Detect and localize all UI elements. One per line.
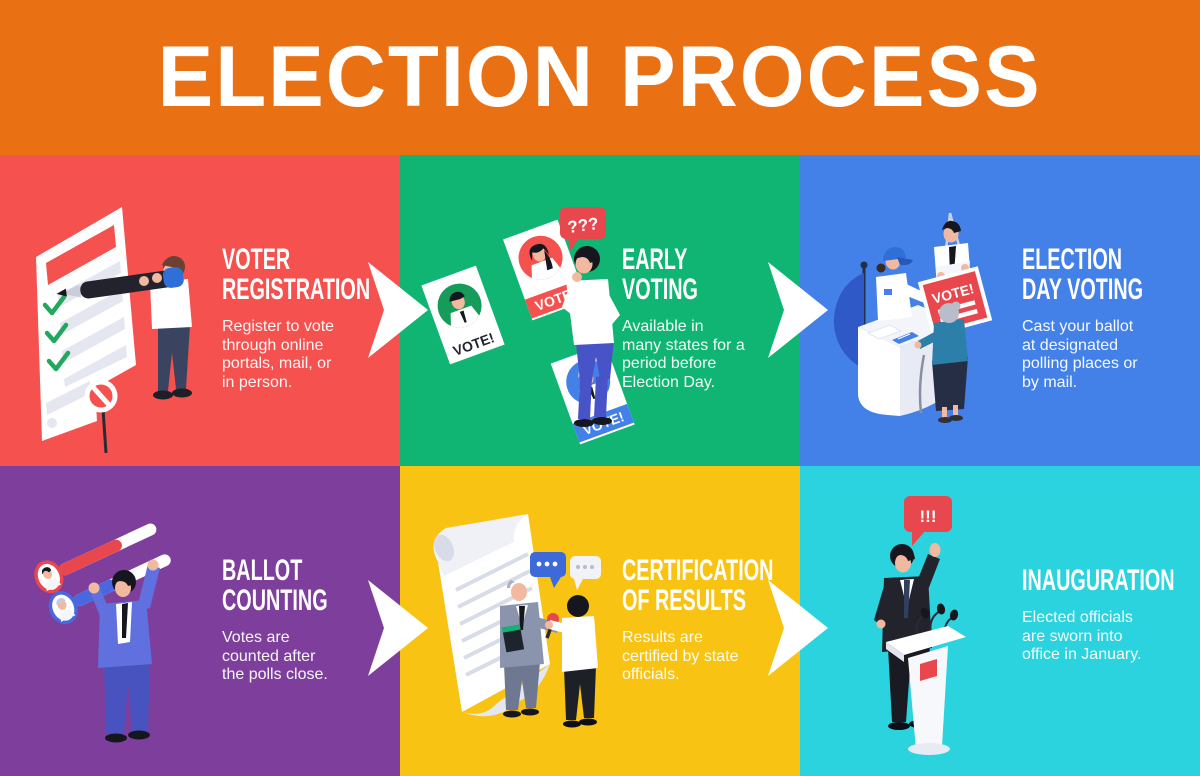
- step-text-ballot-counting: BALLOT COUNTING Votes are counted after …: [222, 556, 390, 685]
- step-description: Elected officials are sworn into office …: [1022, 609, 1142, 663]
- exclaim-bubble-icon: !!!: [904, 496, 952, 546]
- tally-bars: [34, 523, 171, 625]
- steps-grid: VOTER REGISTRATION Register to vote thro…: [0, 155, 1200, 776]
- header-banner: ELECTION PROCESS: [0, 0, 1200, 155]
- checklist-sheet-icon: [36, 207, 136, 441]
- prohibition-magnifier-icon: [84, 379, 118, 454]
- chevron-right-arrow-icon: [768, 580, 828, 676]
- step-title: EARLY VOTING: [622, 243, 698, 306]
- cane-icon: [918, 354, 926, 414]
- poster-title: ELECTION PROCESS: [158, 29, 1042, 125]
- checkmark-icon: [46, 350, 71, 372]
- inauguration-illustration: !!!: [874, 496, 966, 755]
- step-description: Available in many states for a period be…: [622, 318, 745, 391]
- panel-ballot-counting: BALLOT COUNTING Votes are counted after …: [0, 466, 400, 776]
- giant-pen-icon: [56, 267, 184, 299]
- step-title: BALLOT COUNTING: [222, 554, 328, 617]
- panel-voter-registration: VOTER REGISTRATION Register to vote thro…: [0, 155, 400, 466]
- panel-inauguration: !!!: [800, 466, 1200, 776]
- cap-icon: [883, 247, 906, 261]
- voter-registration-illustration: [36, 207, 192, 454]
- checkmark-icon: [44, 322, 69, 344]
- checkmark-icon: [42, 294, 67, 316]
- ballot-counting-illustration: [34, 523, 171, 743]
- folder-icon: [502, 624, 525, 653]
- podium-icon: [886, 603, 966, 755]
- step-title: INAUGURATION: [1022, 564, 1175, 597]
- thinking-man: [562, 246, 620, 427]
- chevron-right-arrow-icon: [368, 580, 428, 676]
- elderly-voter: [914, 301, 968, 423]
- person-with-pen: [56, 256, 192, 400]
- panel-certification-of-results: CERTIFICATION OF RESULTS Results are cer…: [400, 466, 800, 776]
- step-title: CERTIFICATION OF RESULTS: [622, 554, 774, 617]
- step-text-voter-registration: VOTER REGISTRATION Register to vote thro…: [222, 245, 390, 392]
- certification-illustration: [433, 514, 601, 728]
- candidate-badge-red: [34, 560, 64, 594]
- chevron-right-arrow-icon: [368, 262, 428, 358]
- poll-worker: [876, 247, 934, 321]
- chat-bubble-blue-icon: [530, 552, 566, 588]
- election-day-voting-illustration: VOTE!: [833, 212, 993, 423]
- step-text-early-voting: EARLY VOTING Available in many states fo…: [622, 245, 790, 392]
- panel-election-day-voting: VOTE!: [800, 155, 1200, 466]
- step-text-certification: CERTIFICATION OF RESULTS Results are cer…: [622, 556, 790, 685]
- svg-text:!!!: !!!: [920, 507, 937, 526]
- step-description: Votes are counted after the polls close.: [222, 629, 328, 683]
- early-voting-illustration: VOTE! VOTE!: [421, 207, 635, 445]
- step-text-election-day-voting: ELECTION DAY VOTING Cast your ballot at …: [1022, 245, 1190, 392]
- step-text-inauguration: INAUGURATION Elected officials are sworn…: [1022, 556, 1190, 665]
- step-title: ELECTION DAY VOTING: [1022, 243, 1144, 306]
- chat-bubble-white-icon: [570, 556, 601, 590]
- state-official: [500, 580, 563, 718]
- step-title: VOTER REGISTRATION: [222, 243, 371, 306]
- svg-text:???: ???: [566, 214, 599, 237]
- candidate-badge-blue: [48, 591, 78, 625]
- step-description: Register to vote through online portals,…: [222, 318, 335, 391]
- step-description: Cast your ballot at designated polling p…: [1022, 318, 1138, 391]
- panel-early-voting: VOTE! VOTE!: [400, 155, 800, 466]
- celebrating-man: [88, 559, 160, 743]
- question-bubble-icon: ???: [560, 207, 606, 251]
- vote-poster-green: VOTE!: [421, 265, 505, 365]
- reporter: [545, 595, 598, 728]
- chevron-right-arrow-icon: [768, 262, 828, 358]
- step-description: Results are certified by state officials…: [622, 629, 739, 683]
